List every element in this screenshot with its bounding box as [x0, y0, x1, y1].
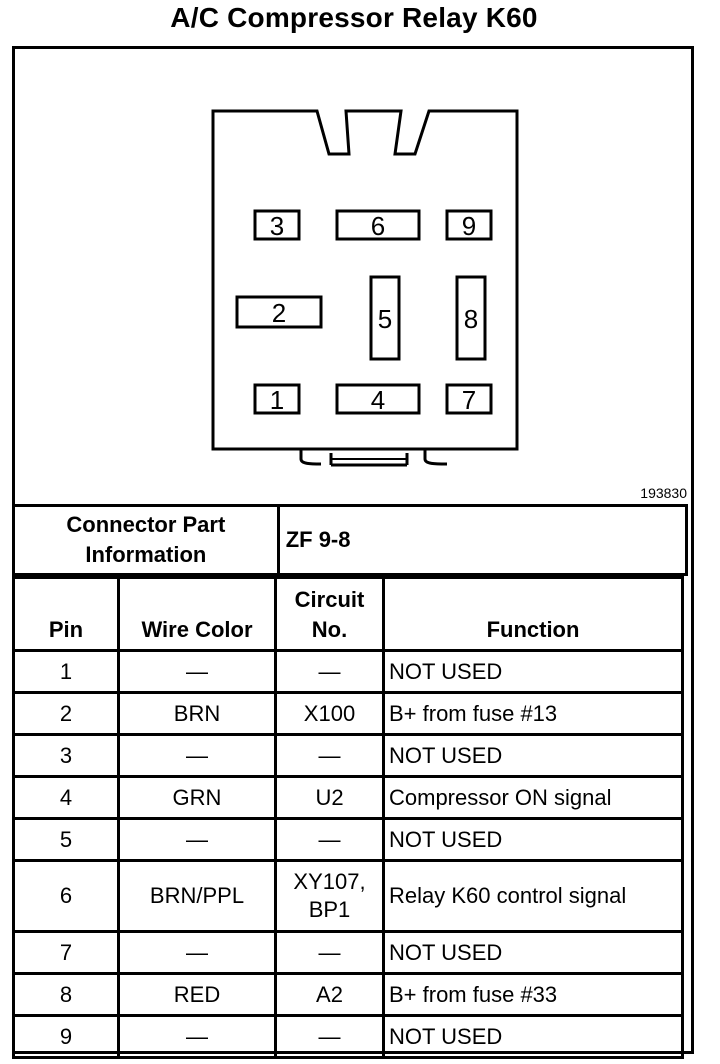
- cell-pin: 9: [12, 1014, 120, 1059]
- cell-circuit-line1: XY107,: [293, 869, 366, 894]
- pin-8-label: 8: [464, 304, 478, 334]
- pin-1: [253, 383, 301, 415]
- pin-4: [335, 383, 421, 415]
- table-row: 9——NOT USED: [12, 1014, 684, 1059]
- connector-info-table: Connector Part Information ZF 9-8: [12, 504, 689, 576]
- cell-function: B+ from fuse #13: [382, 691, 684, 736]
- cell-pin: 7: [12, 930, 120, 975]
- table-row: 3——NOT USED: [12, 733, 684, 778]
- header-wire-color: Wire Color: [117, 576, 277, 652]
- pin-4-label: 4: [371, 385, 385, 415]
- pin-3-label: 3: [270, 211, 284, 241]
- cell-function: B+ from fuse #33: [382, 972, 684, 1017]
- header-circuit: Circuit No.: [274, 576, 385, 652]
- cell-function: NOT USED: [382, 1014, 684, 1059]
- cell-circuit: —: [274, 649, 385, 694]
- cell-wire-color: —: [117, 649, 277, 694]
- cell-wire-color: RED: [117, 972, 277, 1017]
- cell-pin: 5: [12, 817, 120, 862]
- table-row: 5——NOT USED: [12, 817, 684, 862]
- connector-info-label-line2: Information: [85, 542, 207, 567]
- cell-wire-color: —: [117, 930, 277, 975]
- header-circuit-line1: Circuit: [294, 587, 365, 612]
- pin-9-label: 9: [462, 211, 476, 241]
- header-circuit-line2: No.: [311, 617, 348, 642]
- pin-8: [455, 275, 487, 361]
- pin-2-label: 2: [272, 298, 286, 328]
- cell-pin: 1: [12, 649, 120, 694]
- cell-pin: 6: [12, 859, 120, 933]
- cell-function: NOT USED: [382, 930, 684, 975]
- pin-6-label: 6: [371, 211, 385, 241]
- connector-info-label: Connector Part Information: [12, 504, 280, 576]
- connector-body: [211, 109, 519, 451]
- pin-3: [253, 209, 301, 241]
- cell-circuit: U2: [274, 775, 385, 820]
- cell-pin: 8: [12, 972, 120, 1017]
- cell-pin: 4: [12, 775, 120, 820]
- page-title: A/C Compressor Relay K60: [170, 2, 538, 33]
- cell-circuit: —: [274, 930, 385, 975]
- connector-info-value: ZF 9-8: [276, 504, 689, 576]
- cell-wire-color: —: [117, 733, 277, 778]
- cell-function: Relay K60 control signal: [382, 859, 684, 933]
- relay-frame: 3 6 9 2 5 8 1 4 7 193830 Connector Part …: [12, 46, 694, 1059]
- cell-wire-color: —: [117, 1014, 277, 1059]
- pin-7-label: 7: [462, 385, 476, 415]
- connector-info-row: Connector Part Information ZF 9-8: [12, 504, 689, 576]
- connector-diagram: 3 6 9 2 5 8 1 4 7: [211, 109, 519, 467]
- cell-function: NOT USED: [382, 817, 684, 862]
- cell-circuit: —: [274, 733, 385, 778]
- cell-circuit: XY107, BP1: [274, 859, 385, 933]
- table-row: 7——NOT USED: [12, 930, 684, 975]
- pin-2: [235, 295, 323, 329]
- header-pin: Pin: [12, 576, 120, 652]
- header-function: Function: [382, 576, 684, 652]
- pin-6: [335, 209, 421, 241]
- cell-wire-color: —: [117, 817, 277, 862]
- cell-circuit: A2: [274, 972, 385, 1017]
- cell-circuit: X100: [274, 691, 385, 736]
- cell-circuit: —: [274, 817, 385, 862]
- pin-5: [369, 275, 401, 361]
- connector-info-label-line1: Connector Part: [66, 512, 226, 537]
- cell-pin: 3: [12, 733, 120, 778]
- connector-latch: [299, 449, 322, 466]
- cell-function: NOT USED: [382, 733, 684, 778]
- pin-1-label: 1: [270, 385, 284, 415]
- table-row: 1——NOT USED: [12, 649, 684, 694]
- cell-circuit: —: [274, 1014, 385, 1059]
- pin-9: [445, 209, 493, 241]
- cell-wire-color: GRN: [117, 775, 277, 820]
- pin-table: Pin Wire Color Circuit No. Function 1——N…: [12, 576, 684, 1059]
- pin-7: [445, 383, 493, 415]
- pin-5-label: 5: [378, 304, 392, 334]
- cell-circuit-line2: BP1: [308, 897, 351, 922]
- cell-function: NOT USED: [382, 649, 684, 694]
- figure-id: 193830: [640, 485, 687, 501]
- cell-pin: 2: [12, 691, 120, 736]
- cell-function: Compressor ON signal: [382, 775, 684, 820]
- cell-wire-color: BRN: [117, 691, 277, 736]
- pin-table-header: Pin Wire Color Circuit No. Function: [12, 576, 684, 652]
- cell-wire-color: BRN/PPL: [117, 859, 277, 933]
